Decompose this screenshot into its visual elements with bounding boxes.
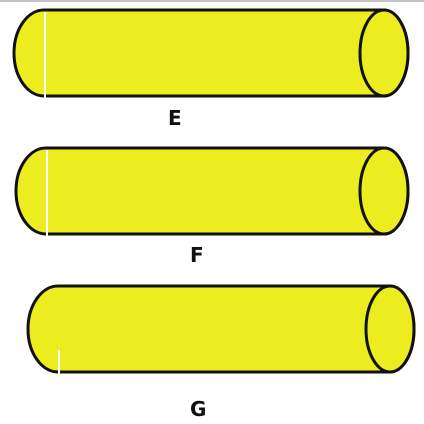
cylinder-g-label: G — [190, 397, 206, 421]
cylinder-e: E — [12, 8, 410, 130]
cylinder-f-body — [14, 146, 410, 236]
cylinder-e-body — [12, 8, 410, 98]
cylinder-f-label: F — [190, 243, 204, 267]
cylinder-e-end-cap — [358, 8, 410, 98]
cylinder-f-end-cap — [358, 146, 410, 236]
cylinder-g: G — [26, 284, 416, 421]
cylinder-f: F — [14, 146, 410, 267]
cylinder-e-label: E — [168, 106, 182, 130]
cylinder-g-body — [26, 284, 416, 374]
cylinder-g-end-cap — [364, 284, 416, 374]
